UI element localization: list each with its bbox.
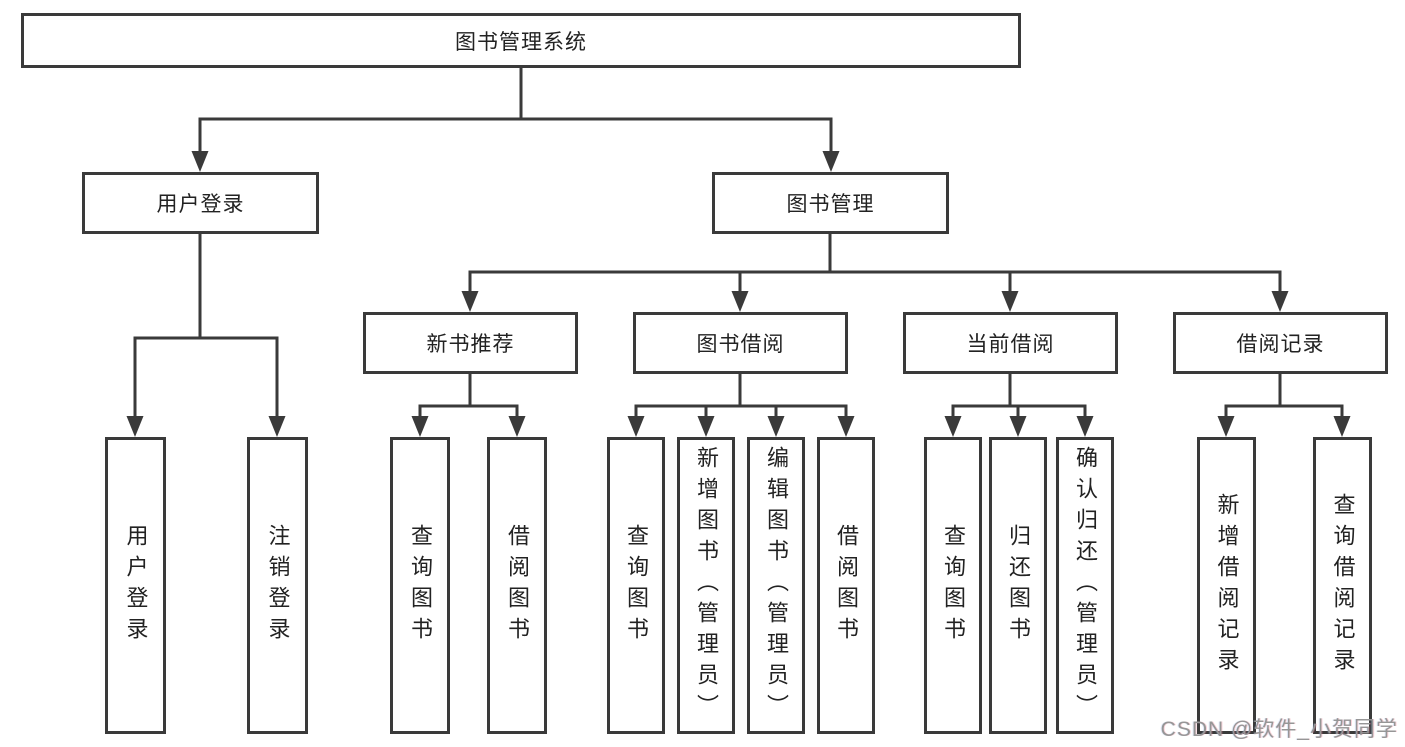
leaf-add-borrow-record: 新增借阅记录 <box>1197 437 1256 734</box>
node-label: 借阅记录 <box>1236 333 1325 356</box>
leaf-user-login: 用户登录 <box>105 437 166 734</box>
node-label: 图书管理系统 <box>455 30 587 54</box>
leaf-return-books: 归还图书 <box>989 437 1047 734</box>
leaf-query-books-current: 查询图书 <box>924 437 982 734</box>
leaf-query-books-borrowing: 查询图书 <box>607 437 665 734</box>
node-library-management-system: 图书管理系统 <box>21 13 1021 68</box>
leaf-add-books-admin: 新增图书（管理员） <box>677 437 735 734</box>
leaf-confirm-return-admin: 确认归还（管理员） <box>1056 437 1114 734</box>
node-label: 查询借阅记录 <box>1330 492 1356 679</box>
node-label: 新书推荐 <box>426 333 515 356</box>
node-book-borrowing: 图书借阅 <box>633 312 848 374</box>
node-label: 借阅图书 <box>834 523 859 648</box>
leaf-borrow-books-recommend: 借阅图书 <box>487 437 547 734</box>
node-label: 当前借阅 <box>966 333 1055 356</box>
node-label: 确认归还（管理员） <box>1073 446 1098 725</box>
node-label: 查询图书 <box>624 523 649 648</box>
node-user-login: 用户登录 <box>82 172 319 234</box>
csdn-watermark: CSDN @软件_小贺同学 <box>1160 718 1398 741</box>
node-label: 注销登录 <box>265 523 291 648</box>
node-label: 借阅图书 <box>505 523 530 648</box>
node-label: 用户登录 <box>123 523 149 648</box>
node-label: 图书管理 <box>786 193 875 216</box>
node-label: 查询图书 <box>941 523 966 648</box>
leaf-edit-books-admin: 编辑图书（管理员） <box>747 437 805 734</box>
node-new-book-recommendation: 新书推荐 <box>363 312 578 374</box>
leaf-logout: 注销登录 <box>247 437 308 734</box>
leaf-query-books-recommend: 查询图书 <box>390 437 450 734</box>
node-label: 图书借阅 <box>696 333 785 356</box>
node-label: 用户登录 <box>156 193 245 216</box>
node-label: 新增图书（管理员） <box>694 446 719 725</box>
leaf-borrow-books: 借阅图书 <box>817 437 875 734</box>
node-label: 归还图书 <box>1006 523 1031 648</box>
node-label: 编辑图书（管理员） <box>764 446 789 725</box>
node-label: 新增借阅记录 <box>1214 492 1240 679</box>
node-current-borrowing: 当前借阅 <box>903 312 1118 374</box>
node-label: 查询图书 <box>408 523 433 648</box>
arrowheads <box>126 151 1351 437</box>
leaf-query-borrow-record: 查询借阅记录 <box>1313 437 1372 734</box>
node-borrowing-records: 借阅记录 <box>1173 312 1388 374</box>
node-book-management: 图书管理 <box>712 172 949 234</box>
